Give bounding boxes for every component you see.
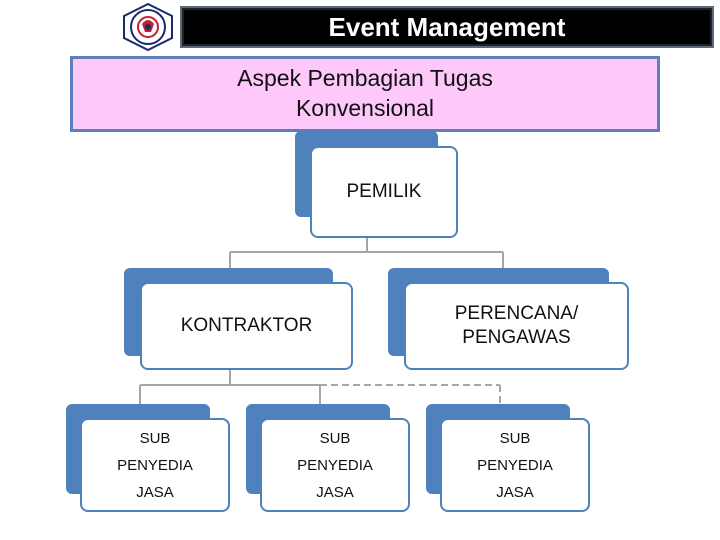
perencana-label: PERENCANA/ — [454, 303, 579, 325]
pemilik-box: PEMILIK — [310, 146, 458, 238]
jasa-label-2: JASA — [316, 483, 354, 501]
pemilik-label: PEMILIK — [346, 181, 422, 202]
university-seal-logo — [123, 2, 173, 52]
sub-penyedia-box-1: SUB PENYEDIA JASA — [80, 418, 230, 512]
subtitle-box: Aspek Pembagian Tugas Konvensional — [70, 56, 660, 132]
sub-penyedia-box-3: SUB PENYEDIA JASA — [440, 418, 590, 512]
penyedia-label-2: PENYEDIA — [297, 456, 373, 474]
sub-penyedia-box-2: SUB PENYEDIA JASA — [260, 418, 410, 512]
sub-label-1: SUB — [139, 429, 171, 447]
sub-label-3: SUB — [499, 429, 531, 447]
pengawas-label: PENGAWAS — [462, 327, 571, 348]
kontraktor-label: KONTRAKTOR — [180, 315, 313, 336]
penyedia-label-1: PENYEDIA — [117, 456, 193, 474]
perencana-pengawas-box: PERENCANA/ PENGAWAS — [404, 282, 629, 370]
subtitle-line-2: Konvensional — [295, 95, 435, 121]
title-bar — [180, 6, 714, 48]
subtitle-line-1: Aspek Pembagian Tugas — [237, 65, 493, 92]
sub-label-2: SUB — [319, 429, 351, 447]
kontraktor-box: KONTRAKTOR — [140, 282, 353, 370]
jasa-label-1: JASA — [136, 483, 174, 501]
page-title: Event Management — [328, 11, 566, 42]
penyedia-label-3: PENYEDIA — [477, 456, 553, 474]
jasa-label-3: JASA — [496, 483, 534, 501]
